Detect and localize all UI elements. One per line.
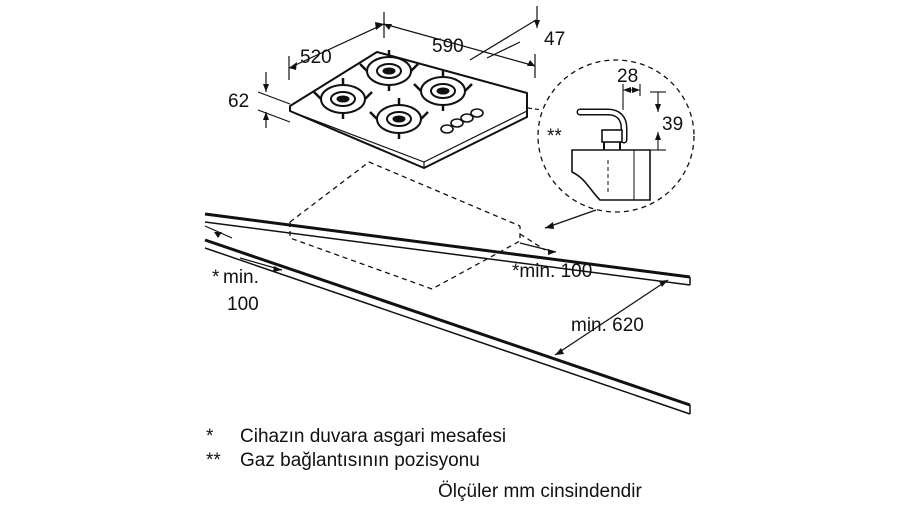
rear-min-label: *min. 100 bbox=[512, 261, 592, 282]
control-knob bbox=[440, 124, 454, 134]
units-note: Ölçüler mm cinsindendir bbox=[438, 481, 642, 502]
legend-note-wall-distance: * Cihazın duvara asgari mesafesi bbox=[206, 426, 506, 448]
control-knob bbox=[460, 113, 474, 123]
dim-hob-width: 590 bbox=[432, 36, 464, 57]
side-min-mark: * bbox=[212, 267, 220, 288]
side-min-value: 100 bbox=[227, 294, 259, 315]
depth-min-label: min. 620 bbox=[571, 315, 644, 336]
control-knobs bbox=[440, 108, 484, 134]
burner bbox=[369, 98, 429, 139]
burner bbox=[413, 70, 473, 111]
legend-mark: * bbox=[206, 426, 214, 447]
burner bbox=[313, 78, 373, 119]
detail-mark: ** bbox=[547, 126, 562, 147]
legend-note-gas-connection: ** Gaz bağlantısının pozisyonu bbox=[206, 450, 480, 472]
dim-hob-depth: 520 bbox=[300, 47, 332, 68]
dim-conn-vertical: 39 bbox=[662, 114, 683, 135]
dim-hob-height: 62 bbox=[228, 91, 249, 112]
dim-conn-horizontal: 28 bbox=[617, 66, 638, 87]
cutout-outline bbox=[289, 161, 546, 290]
control-knob bbox=[450, 118, 464, 128]
legend-text: Gaz bağlantısının pozisyonu bbox=[240, 450, 480, 471]
detail-view-gas-connection bbox=[527, 59, 695, 213]
dimension-arrows bbox=[214, 20, 668, 355]
legend-text: Cihazın duvara asgari mesafesi bbox=[240, 426, 507, 447]
dim-rear-offset: 47 bbox=[544, 29, 565, 50]
side-min-label: min. bbox=[223, 267, 259, 288]
gas-hob bbox=[289, 51, 528, 169]
worktop bbox=[204, 212, 691, 415]
burner bbox=[359, 50, 419, 91]
control-knob bbox=[470, 108, 484, 118]
legend-mark: ** bbox=[206, 450, 221, 471]
